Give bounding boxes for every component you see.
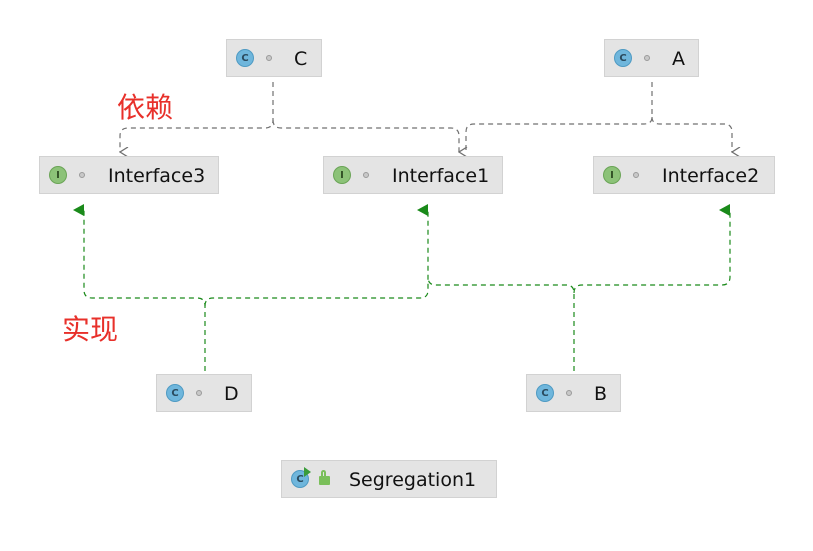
node-label: B xyxy=(594,383,608,405)
package-visibility-icon xyxy=(363,172,369,178)
edge-A-Interface2 xyxy=(651,116,732,152)
edge-A-Interface1 xyxy=(465,82,653,152)
dependency-annotation: 依赖 xyxy=(117,91,174,124)
interface-node-interface1[interactable]: I Interface1 xyxy=(323,156,503,194)
edge-D-Interface3 xyxy=(73,204,206,371)
package-visibility-icon xyxy=(266,55,272,61)
node-label: Segregation1 xyxy=(349,469,477,491)
unlocked-icon xyxy=(319,470,330,485)
run-marker-icon xyxy=(304,467,311,477)
node-label: Interface1 xyxy=(392,165,490,187)
interface-node-interface3[interactable]: I Interface3 xyxy=(39,156,219,194)
realization-annotation: 实现 xyxy=(62,313,119,346)
node-label: A xyxy=(672,48,685,70)
class-badge-icon: C xyxy=(166,384,184,402)
interface-badge-icon: I xyxy=(333,166,351,184)
package-visibility-icon xyxy=(566,390,572,396)
edge-B-Interface1 xyxy=(427,276,575,371)
package-visibility-icon xyxy=(196,390,202,396)
class-badge-icon: C xyxy=(536,384,554,402)
edge-B-Interface2 xyxy=(573,204,731,294)
package-visibility-icon xyxy=(79,172,85,178)
node-label: D xyxy=(224,383,239,405)
edge-C-Interface1 xyxy=(272,119,459,152)
class-badge-icon: C xyxy=(236,49,254,67)
class-node-b[interactable]: C B xyxy=(526,374,621,412)
package-visibility-icon xyxy=(633,172,639,178)
edge-D-Interface1 xyxy=(204,204,429,307)
package-visibility-icon xyxy=(644,55,650,61)
class-node-d[interactable]: C D xyxy=(156,374,252,412)
class-node-a[interactable]: C A xyxy=(604,39,699,77)
node-label: C xyxy=(294,48,308,70)
class-badge-icon: C xyxy=(614,49,632,67)
node-label: Interface2 xyxy=(662,165,760,187)
interface-badge-icon: I xyxy=(49,166,67,184)
node-label: Interface3 xyxy=(108,165,206,187)
edge-C-Interface3 xyxy=(120,82,274,152)
class-node-segregation1[interactable]: C Segregation1 xyxy=(281,460,497,498)
interface-node-interface2[interactable]: I Interface2 xyxy=(593,156,775,194)
interface-badge-icon: I xyxy=(603,166,621,184)
class-node-c[interactable]: C C xyxy=(226,39,322,77)
